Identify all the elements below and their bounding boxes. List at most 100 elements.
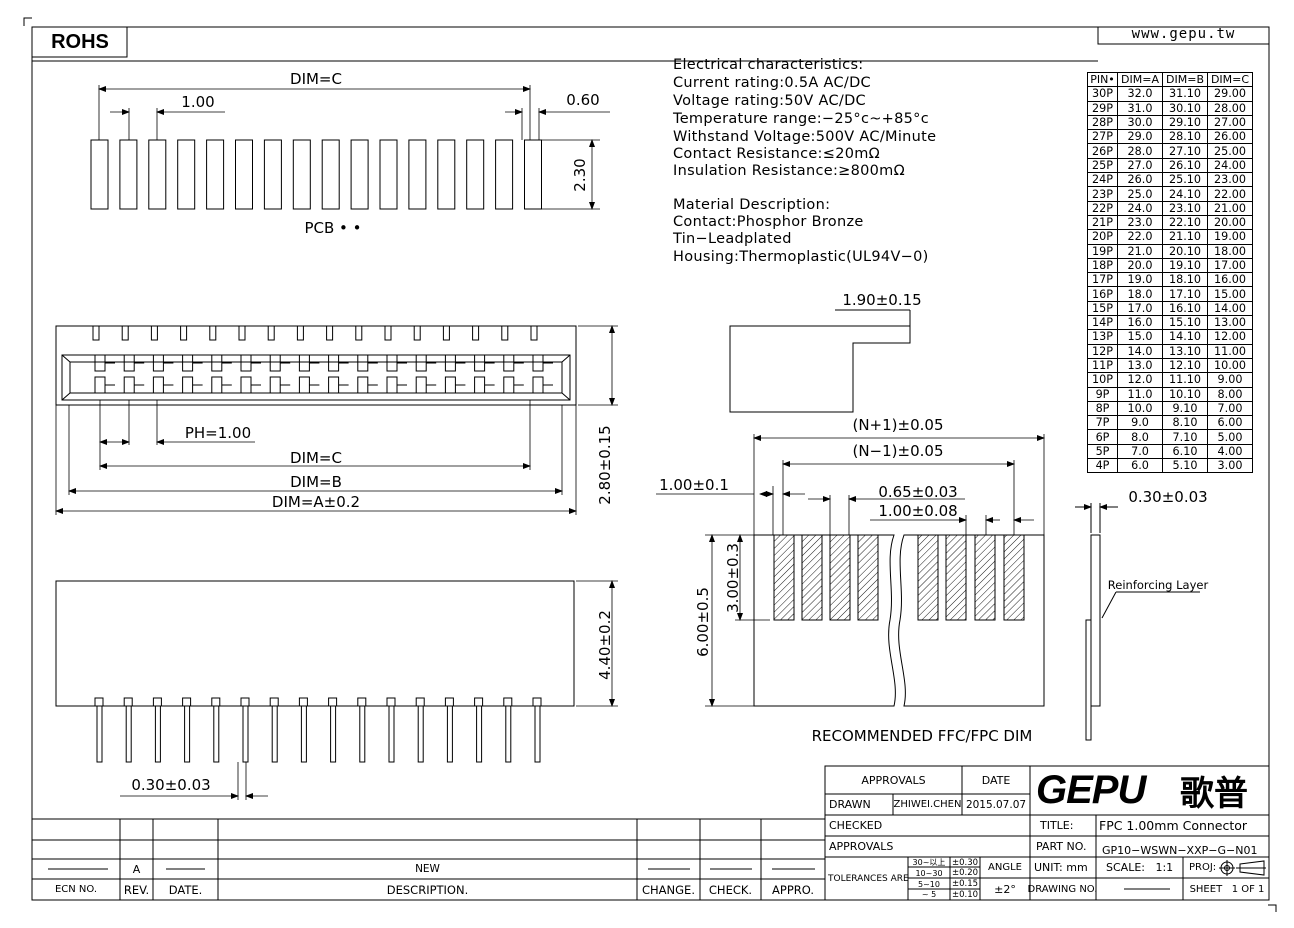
pin-table-cell: 10.00 <box>1207 357 1253 374</box>
pin-table-cell: 31.10 <box>1162 86 1208 102</box>
pin-table-cell: 24.10 <box>1162 186 1208 202</box>
front-contact-upper <box>386 354 398 372</box>
angle-label: ANGLE <box>988 862 1022 873</box>
spec-insulation: Insulation Resistance:≥800mΩ <box>673 163 905 179</box>
pin-table-cell: 30P <box>1087 86 1118 102</box>
front-contact-upper <box>357 354 369 372</box>
spec-temperature: Temperature range:−25°c~+85°c <box>673 111 929 127</box>
front-contact-lower <box>269 376 281 394</box>
pin-table-cell: 6P <box>1087 429 1118 445</box>
revision-header-cell: DATE. <box>168 882 203 897</box>
front-contact-upper <box>182 354 194 372</box>
tolerance-range: 10~30 <box>915 868 943 878</box>
pcb-pad <box>466 139 485 210</box>
revision-header-cell: ECN NO. <box>54 884 98 895</box>
pin-table-cell: 21.10 <box>1162 229 1208 245</box>
front-contact-lower <box>444 376 456 394</box>
pin-table-header-cell: DIM=B <box>1162 71 1208 88</box>
pin-table-cell: 22P <box>1087 200 1118 216</box>
front-dim-a-label: DIM=A±0.2 <box>272 493 360 511</box>
pin-table-cell: 12.0 <box>1117 372 1163 388</box>
spec-housing: Housing:Thermoplastic(UL94V−0) <box>673 249 929 265</box>
bottom-pin <box>476 705 483 763</box>
pin-table-cell: 19P <box>1087 243 1118 259</box>
pin-table-cell: 10.0 <box>1117 400 1163 417</box>
ffc-contact-pad <box>857 534 879 621</box>
bottom-pin <box>417 705 424 763</box>
pin-table-cell: 25.10 <box>1162 172 1208 188</box>
revision-letter: A <box>132 862 141 876</box>
bottom-pin-shoulder <box>298 697 308 707</box>
pin-table-cell: 16.10 <box>1162 300 1208 317</box>
pin-table-cell: 4.00 <box>1207 443 1253 460</box>
pin-table-cell: 21P <box>1087 214 1118 231</box>
gepu-logo-cn: 歌普 <box>1180 774 1248 814</box>
pin-table-cell: 22.10 <box>1162 214 1208 231</box>
pcb-pad <box>321 139 340 210</box>
sheet-frame <box>23 17 1277 912</box>
ffc-pitch-label: 1.00±0.08 <box>878 502 957 520</box>
ffc-n-plus-label: (N+1)±0.05 <box>852 416 943 434</box>
pin-table-cell: 29.00 <box>1207 86 1253 102</box>
pin-table-cell: 8.10 <box>1162 415 1208 431</box>
scale-label: SCALE: 1:1 <box>1106 861 1174 874</box>
pcb-pad <box>408 139 427 210</box>
revision-header-cell: REV. <box>123 882 150 897</box>
bottom-pin <box>184 705 191 763</box>
pin-table-cell: 32.0 <box>1117 86 1163 102</box>
ffc-length-label: 6.00±0.5 <box>694 587 712 657</box>
front-top-slot <box>121 325 129 341</box>
revision-description: NEW <box>415 863 440 875</box>
bottom-view-pins <box>94 697 542 763</box>
spec-withstand: Withstand Voltage:500V AC/Minute <box>673 129 937 145</box>
pin-table-cell: 11P <box>1087 357 1118 374</box>
tolerance-range: 30~以上 <box>912 858 946 867</box>
tolerance-value: ±0.20 <box>951 868 979 879</box>
front-dim-b-label: DIM=B <box>290 473 342 491</box>
front-contact-lower <box>415 376 427 394</box>
front-contact-lower <box>152 376 164 394</box>
front-contact-lower <box>240 376 252 394</box>
side-tab-detail <box>729 309 911 413</box>
pin-table-cell: 18.10 <box>1162 272 1208 288</box>
pin-table-cell: 6.00 <box>1207 415 1253 431</box>
bottom-pin-shoulder <box>182 697 192 707</box>
tolerance-value: ±0.30 <box>951 857 979 868</box>
spec-plating: Tin−Leadplated <box>673 231 792 247</box>
pin-table-cell: 4P <box>1087 458 1118 474</box>
front-top-slot <box>442 325 450 341</box>
bottom-pin-shoulder <box>444 697 454 707</box>
front-view-contacts <box>92 325 553 394</box>
sheet-label: SHEET 1 OF 1 <box>1189 883 1265 895</box>
pcb-dimensions <box>98 85 610 210</box>
front-contact-lower <box>503 376 515 394</box>
pin-table-cell: 9.00 <box>1207 372 1253 388</box>
bottom-pin <box>300 705 307 763</box>
rohs-badge: ROHS <box>51 30 109 53</box>
pin-table-cell: 3.00 <box>1207 458 1253 474</box>
pcb-pad <box>177 139 196 210</box>
pcb-pad <box>206 139 225 210</box>
front-top-slot <box>296 325 304 341</box>
pin-table-cell: 7.0 <box>1117 443 1163 460</box>
title-block-grid <box>32 765 1270 901</box>
revision-header-cell: CHECK. <box>708 882 753 897</box>
pin-table-cell: 9P <box>1087 386 1118 402</box>
tolerance-value: ±0.10 <box>951 889 979 900</box>
front-contact-upper <box>269 354 281 372</box>
